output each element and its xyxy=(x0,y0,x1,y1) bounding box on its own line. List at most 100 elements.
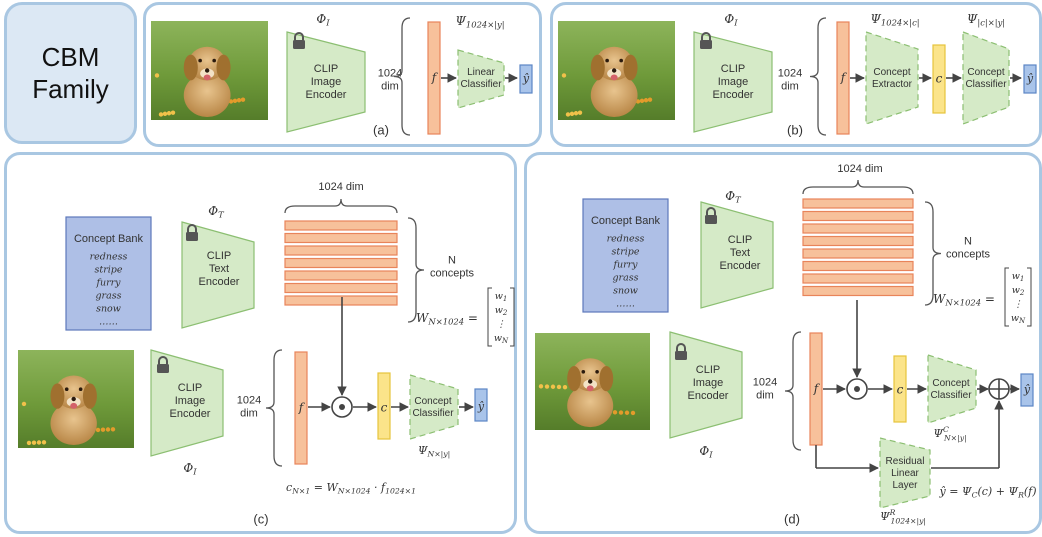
d-image-encoder-label-line: Image xyxy=(693,377,724,389)
d-dim-label-line: dim xyxy=(756,390,774,402)
d-text-encoder-label-line: CLIP xyxy=(728,234,752,246)
b-encoder-label-line: Encoder xyxy=(713,89,754,101)
b-dog-photo xyxy=(558,21,675,120)
c-concept-bank xyxy=(65,216,152,331)
b-dog-photo-flower xyxy=(561,73,567,78)
a-dog-photo-flower xyxy=(240,97,246,102)
d-concept-bank xyxy=(582,198,669,313)
d-dog-photo-muzzle xyxy=(583,379,598,390)
d-dog-photo-body xyxy=(567,384,614,428)
c-dog-photo-flower xyxy=(41,440,47,445)
c-concept-embedding-row xyxy=(284,257,398,269)
b-dog-photo-flower xyxy=(647,97,653,102)
d-classifier-label-line: Concept xyxy=(932,378,969,389)
d-lock-icon xyxy=(705,207,717,224)
d-concept-bank-item: furry xyxy=(612,260,638,271)
d-w-label-part: N×1024 xyxy=(944,297,981,307)
d-concept-bank-title: Concept Bank xyxy=(591,215,661,227)
d-w-label: WN×1024 = xyxy=(933,292,995,308)
c-formula-part: 1024×1 xyxy=(385,486,416,495)
a-phi-label-sub: I xyxy=(325,17,330,27)
c-top-dim-label: 1024 dim xyxy=(318,181,363,193)
c-image-encoder-label-line: CLIP xyxy=(178,382,202,394)
d-concept-bank-item: …… xyxy=(616,299,635,310)
a-encoder-label-line: Image xyxy=(311,76,342,88)
c-psi-label: ΨN×|y| xyxy=(418,444,450,458)
d-residual-layer xyxy=(879,437,931,509)
matrix-entry-sub: N xyxy=(501,337,509,345)
c-dog-photo-flower xyxy=(21,401,27,407)
d-lock-icon-2-shackle xyxy=(676,343,686,351)
c-f-label: f xyxy=(298,401,306,415)
c-concept-embedding-row xyxy=(284,220,398,231)
d-phi-i-label-base: Φ xyxy=(699,444,709,458)
d-w-matrix-entry: w1 xyxy=(1012,271,1025,284)
d-dog-photo-flower xyxy=(538,384,544,389)
d-dog-photo-flower xyxy=(612,410,618,415)
d-concept-embedding-row xyxy=(802,273,914,284)
a-dog-photo-flower xyxy=(170,110,176,115)
d-concept-embedding-row xyxy=(802,210,914,222)
b-extractor-label-line: Extractor xyxy=(872,79,913,90)
d-dog-photo xyxy=(535,333,650,430)
d-sum-icon xyxy=(988,378,1010,400)
c-dog-photo-ear-r xyxy=(82,383,97,409)
a-dog-photo-eye-l xyxy=(198,58,202,63)
a-dog-photo-ear-l xyxy=(183,54,198,81)
d-residual-label-line: Linear xyxy=(891,468,919,479)
d-yhat-label: ŷ xyxy=(1023,383,1031,396)
c-n-concepts-label-line: concepts xyxy=(430,268,475,280)
c-concept-bank-title: Concept Bank xyxy=(74,233,144,245)
a-lock-icon-body xyxy=(293,40,305,49)
d-psi-r-label-sup: R xyxy=(889,508,896,517)
c-psi-label-sub: N×|y| xyxy=(426,449,450,458)
panel-c xyxy=(4,152,517,534)
b-f-label: f xyxy=(840,71,848,85)
c-top-brace xyxy=(284,198,398,214)
matrix-entry-sub: 2 xyxy=(502,309,508,317)
a-dog-photo-body xyxy=(183,73,231,118)
a-classifier-label-line: Classifier xyxy=(460,79,502,90)
b-phi-label: ΦI xyxy=(724,12,738,28)
d-formula: ŷ = ΨC(c) + ΨR(f) xyxy=(938,485,1036,499)
d-text-encoder-label-line: Text xyxy=(730,247,750,259)
c-w-label-part: N×1024 xyxy=(427,316,464,326)
b-dog-photo-flower xyxy=(573,111,579,116)
c-dot-product-icon xyxy=(331,396,353,418)
b-concept-classifier xyxy=(962,31,1010,125)
b-c-label: c xyxy=(936,72,943,86)
d-concept-bank-item: grass xyxy=(612,273,638,284)
d-formula-part: R xyxy=(1017,490,1024,499)
b-dog-photo-ear-r xyxy=(623,54,638,81)
matrix-entry-sub: 1 xyxy=(503,295,507,303)
c-phi-i-label-sub: I xyxy=(192,466,197,476)
d-dog-photo-tongue xyxy=(586,385,594,392)
c-dog-photo-flower xyxy=(36,440,42,445)
matrix-entry-base: ⋮ xyxy=(496,319,506,330)
c-dog-photo-ear-l xyxy=(50,383,65,409)
c-phi-t-label: ΦT xyxy=(208,204,225,220)
matrix-entry-base: ⋮ xyxy=(1013,299,1023,310)
c-text-encoder-label-line: Encoder xyxy=(199,276,240,288)
matrix-entry-sub: 2 xyxy=(1019,289,1025,297)
b-dog-photo-flower xyxy=(643,98,649,103)
c-lock-icon-shackle xyxy=(187,224,197,232)
matrix-entry-base: w xyxy=(495,305,503,316)
c-concept-embedding-row xyxy=(284,295,398,306)
c-dog-photo xyxy=(18,350,134,448)
b-psi1-label-sub: 1024×|c| xyxy=(881,17,920,28)
matrix-entry-base: w xyxy=(495,291,503,302)
d-w-label-part: W xyxy=(933,292,947,306)
c-concept-embedding-row xyxy=(284,245,398,256)
d-w-matrix-entry: ⋮ xyxy=(1013,299,1023,310)
d-dog-photo-flower xyxy=(630,410,636,416)
